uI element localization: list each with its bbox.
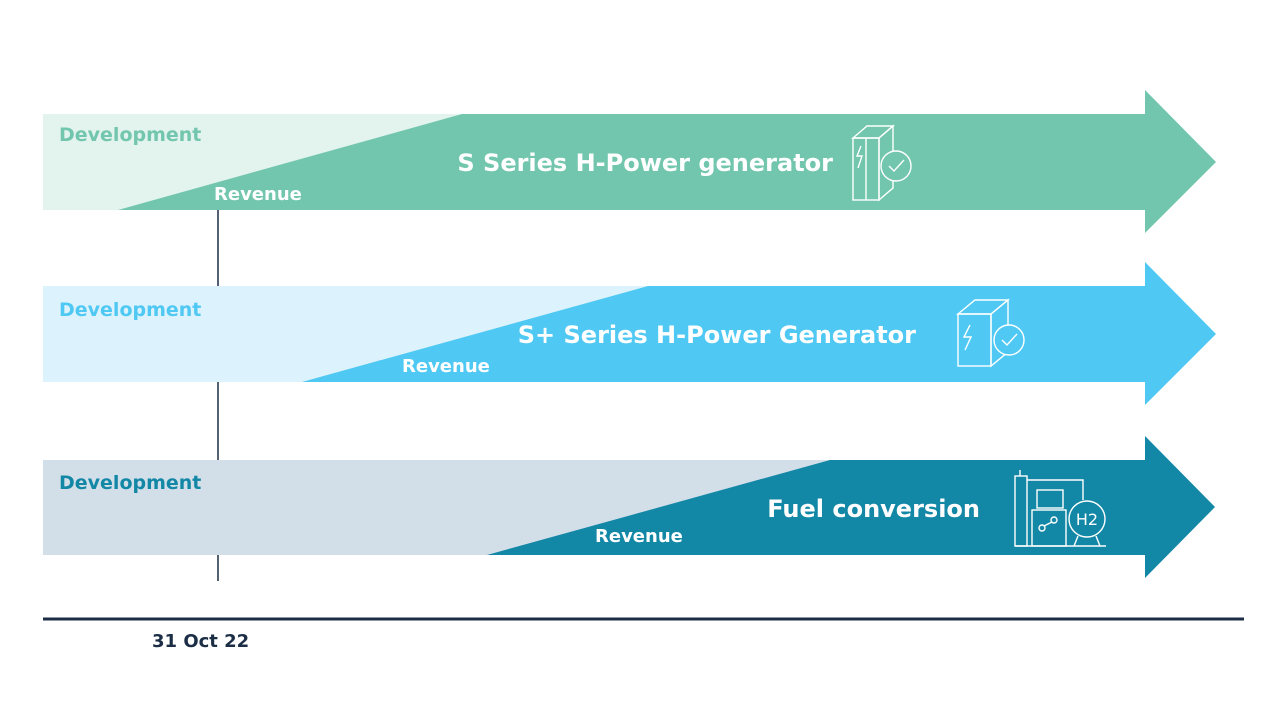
- date-label: 31 Oct 22: [152, 631, 249, 652]
- revenue-label: Revenue: [214, 184, 302, 205]
- generator-cabinet-check-icon: [851, 124, 912, 202]
- revenue-arrow: [118, 90, 1216, 233]
- development-label: Development: [59, 299, 201, 321]
- hydrogen-symbol: H2: [1076, 510, 1098, 529]
- revenue-arrow: [487, 436, 1215, 578]
- revenue-label: Revenue: [595, 526, 683, 547]
- row-fuel-conversion: Development Revenue Fuel conversion H2: [43, 436, 1215, 578]
- row-s-plus-series: Development Revenue S+ Series H-Power Ge…: [43, 262, 1216, 405]
- product-title: S Series H-Power generator: [457, 149, 833, 177]
- row-s-series: Development Revenue S Series H-Power gen…: [43, 90, 1216, 233]
- revenue-label: Revenue: [402, 356, 490, 377]
- development-label: Development: [59, 124, 201, 146]
- product-title: S+ Series H-Power Generator: [518, 321, 916, 349]
- revenue-arrow: [302, 262, 1216, 405]
- hydrogen-plant-icon: H2: [1014, 470, 1106, 547]
- generator-box-check-icon: [956, 298, 1025, 368]
- development-label: Development: [59, 472, 201, 494]
- product-title: Fuel conversion: [767, 495, 980, 523]
